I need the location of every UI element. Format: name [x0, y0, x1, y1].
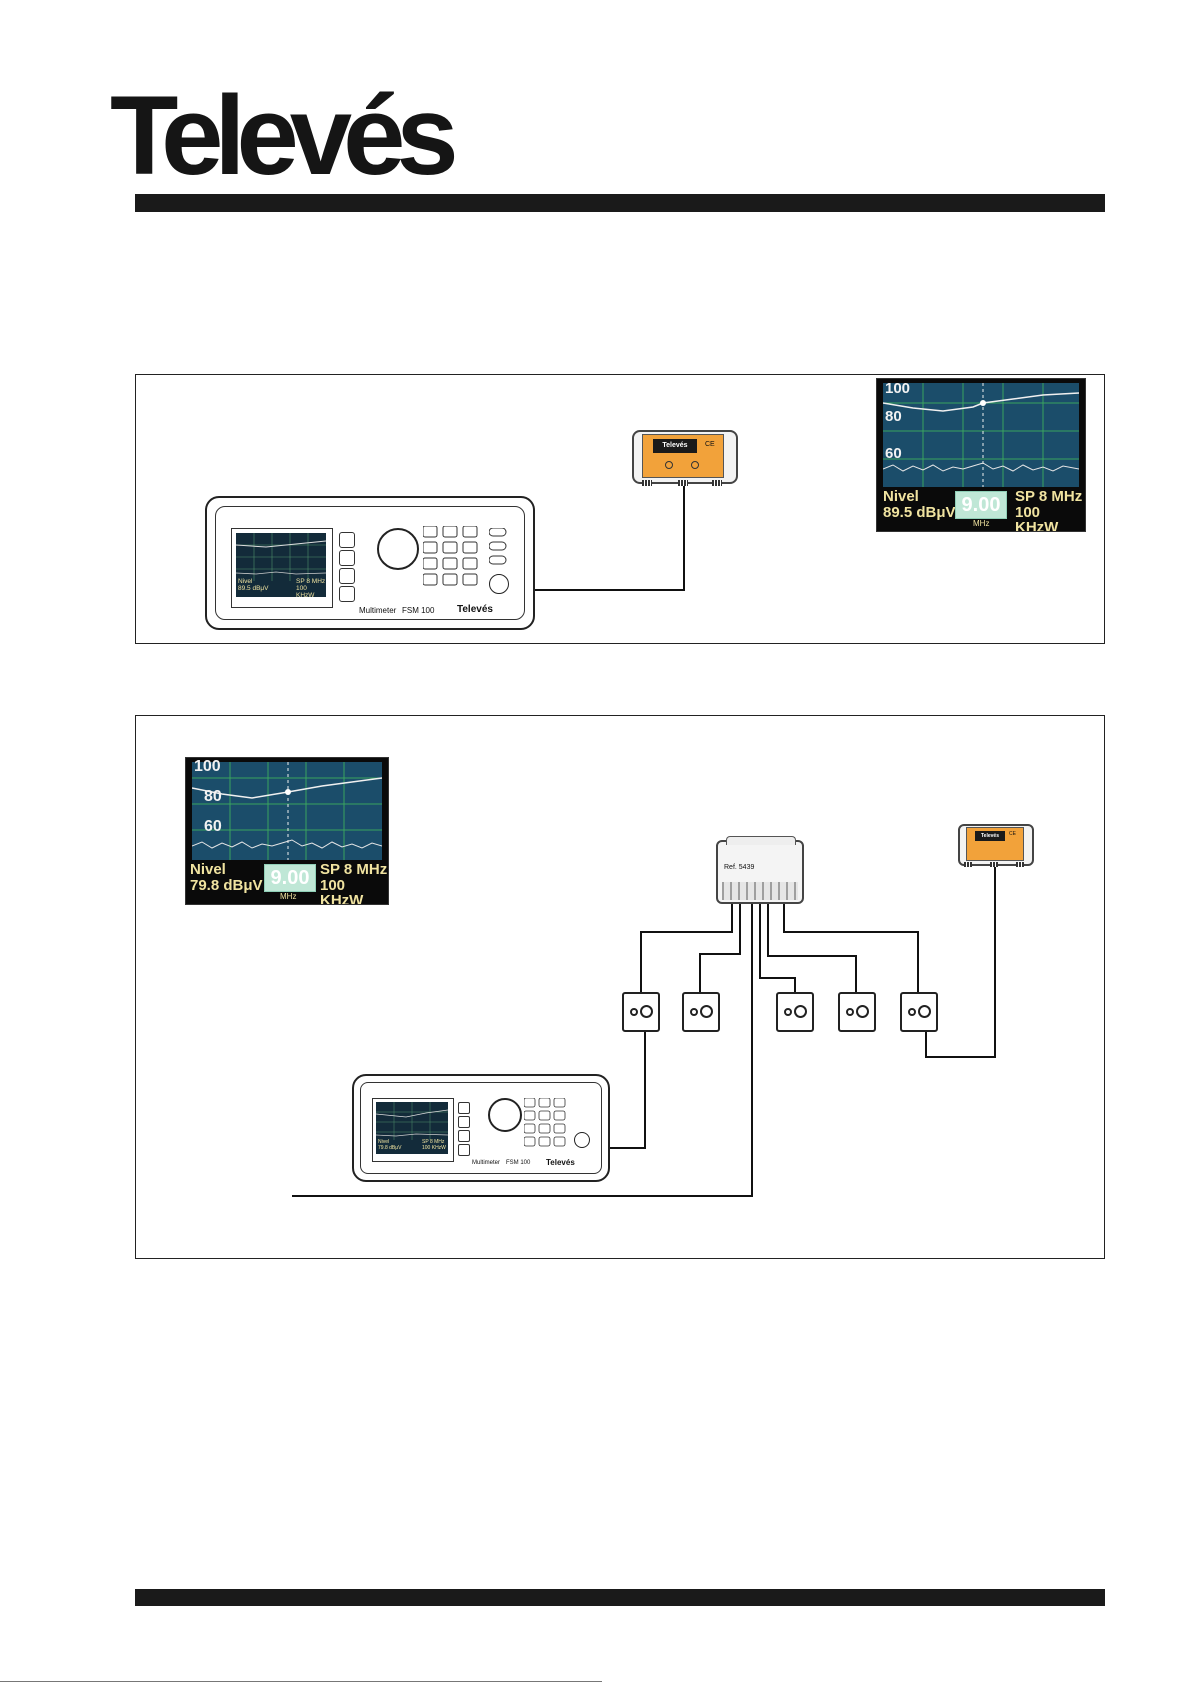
- spectrum-2-level-value: 79.8 dBμV: [190, 878, 263, 893]
- spectrum-2-ylabel-60: 60: [204, 818, 222, 836]
- generator-2-connector: [1016, 862, 1024, 867]
- splitter-ports: [722, 882, 798, 900]
- signal-generator-2: Televés CE: [958, 822, 1032, 868]
- generator-2-brand: Televés: [975, 831, 1005, 841]
- cable-splitter-outlet-2: [700, 900, 740, 1000]
- power-icon[interactable]: [574, 1132, 590, 1148]
- generator-2-ce-mark: CE: [1009, 831, 1016, 837]
- wall-outlet-2: [682, 992, 720, 1032]
- spectrum-2-level-label: Nivel: [190, 862, 226, 877]
- wall-outlet-3: [776, 992, 814, 1032]
- meter-2-model-number: FSM 100: [506, 1160, 530, 1166]
- spectrum-2-ylabel-100: 100: [194, 758, 221, 776]
- meter-2-screen: Nivel 79.8 dBμV SP 8 MHz 100 KHzW: [376, 1102, 448, 1154]
- meter-2-readout-value: 79.8 dBμV: [378, 1146, 401, 1151]
- wall-outlet-4: [838, 992, 876, 1032]
- meter-2-brand: Televés: [546, 1158, 575, 1167]
- spectrum-2-noise-trace: [192, 840, 382, 848]
- wall-outlet-1: [622, 992, 660, 1032]
- wall-outlet-5: [900, 992, 938, 1032]
- cable-outlet-to-meter: [606, 1028, 645, 1148]
- meter-2-bezel: Nivel 79.8 dBμV SP 8 MHz 100 KHzW: [372, 1098, 454, 1162]
- splitter-ref-label: Ref. 5439: [724, 864, 754, 871]
- splitter: Ref. 5439: [716, 840, 804, 904]
- meter-2-softkey[interactable]: [458, 1130, 470, 1142]
- field-meter-2: Nivel 79.8 dBμV SP 8 MHz 100 KHzW Multim…: [352, 1074, 610, 1182]
- generator-2-connector: [990, 862, 998, 867]
- meter-2-model-label: Multimeter: [472, 1160, 500, 1166]
- cable-splitter-outlet-3: [760, 900, 795, 992]
- spectrum-2-span: SP 8 MHz: [320, 862, 387, 877]
- cable-splitter-outlet-5: [784, 900, 918, 992]
- marker-icon: [285, 789, 291, 795]
- meter-2-keypad[interactable]: [524, 1098, 570, 1148]
- meter-2-softkey[interactable]: [458, 1144, 470, 1156]
- meter-2-softkey[interactable]: [458, 1116, 470, 1128]
- spectrum-2-plot: 100 80 60: [192, 762, 382, 860]
- meter-2-softkey[interactable]: [458, 1102, 470, 1114]
- spectrum-2-rbw: 100 KHzW: [320, 878, 388, 905]
- spectrum-2-ylabel-80: 80: [204, 788, 222, 806]
- generator-2-connector: [964, 862, 972, 867]
- meter-2-rbw: 100 KHzW: [422, 1146, 446, 1151]
- spectrum-2-frequency-unit: MHz: [280, 892, 296, 901]
- spectrum-screenshot-2: 100 80 60 Nivel 79.8 dBμV 9.00 MHz SP 8 …: [185, 757, 389, 905]
- spectrum-2-frequency: 9.00: [264, 864, 316, 892]
- meter-2-rotary-knob[interactable]: [488, 1098, 522, 1132]
